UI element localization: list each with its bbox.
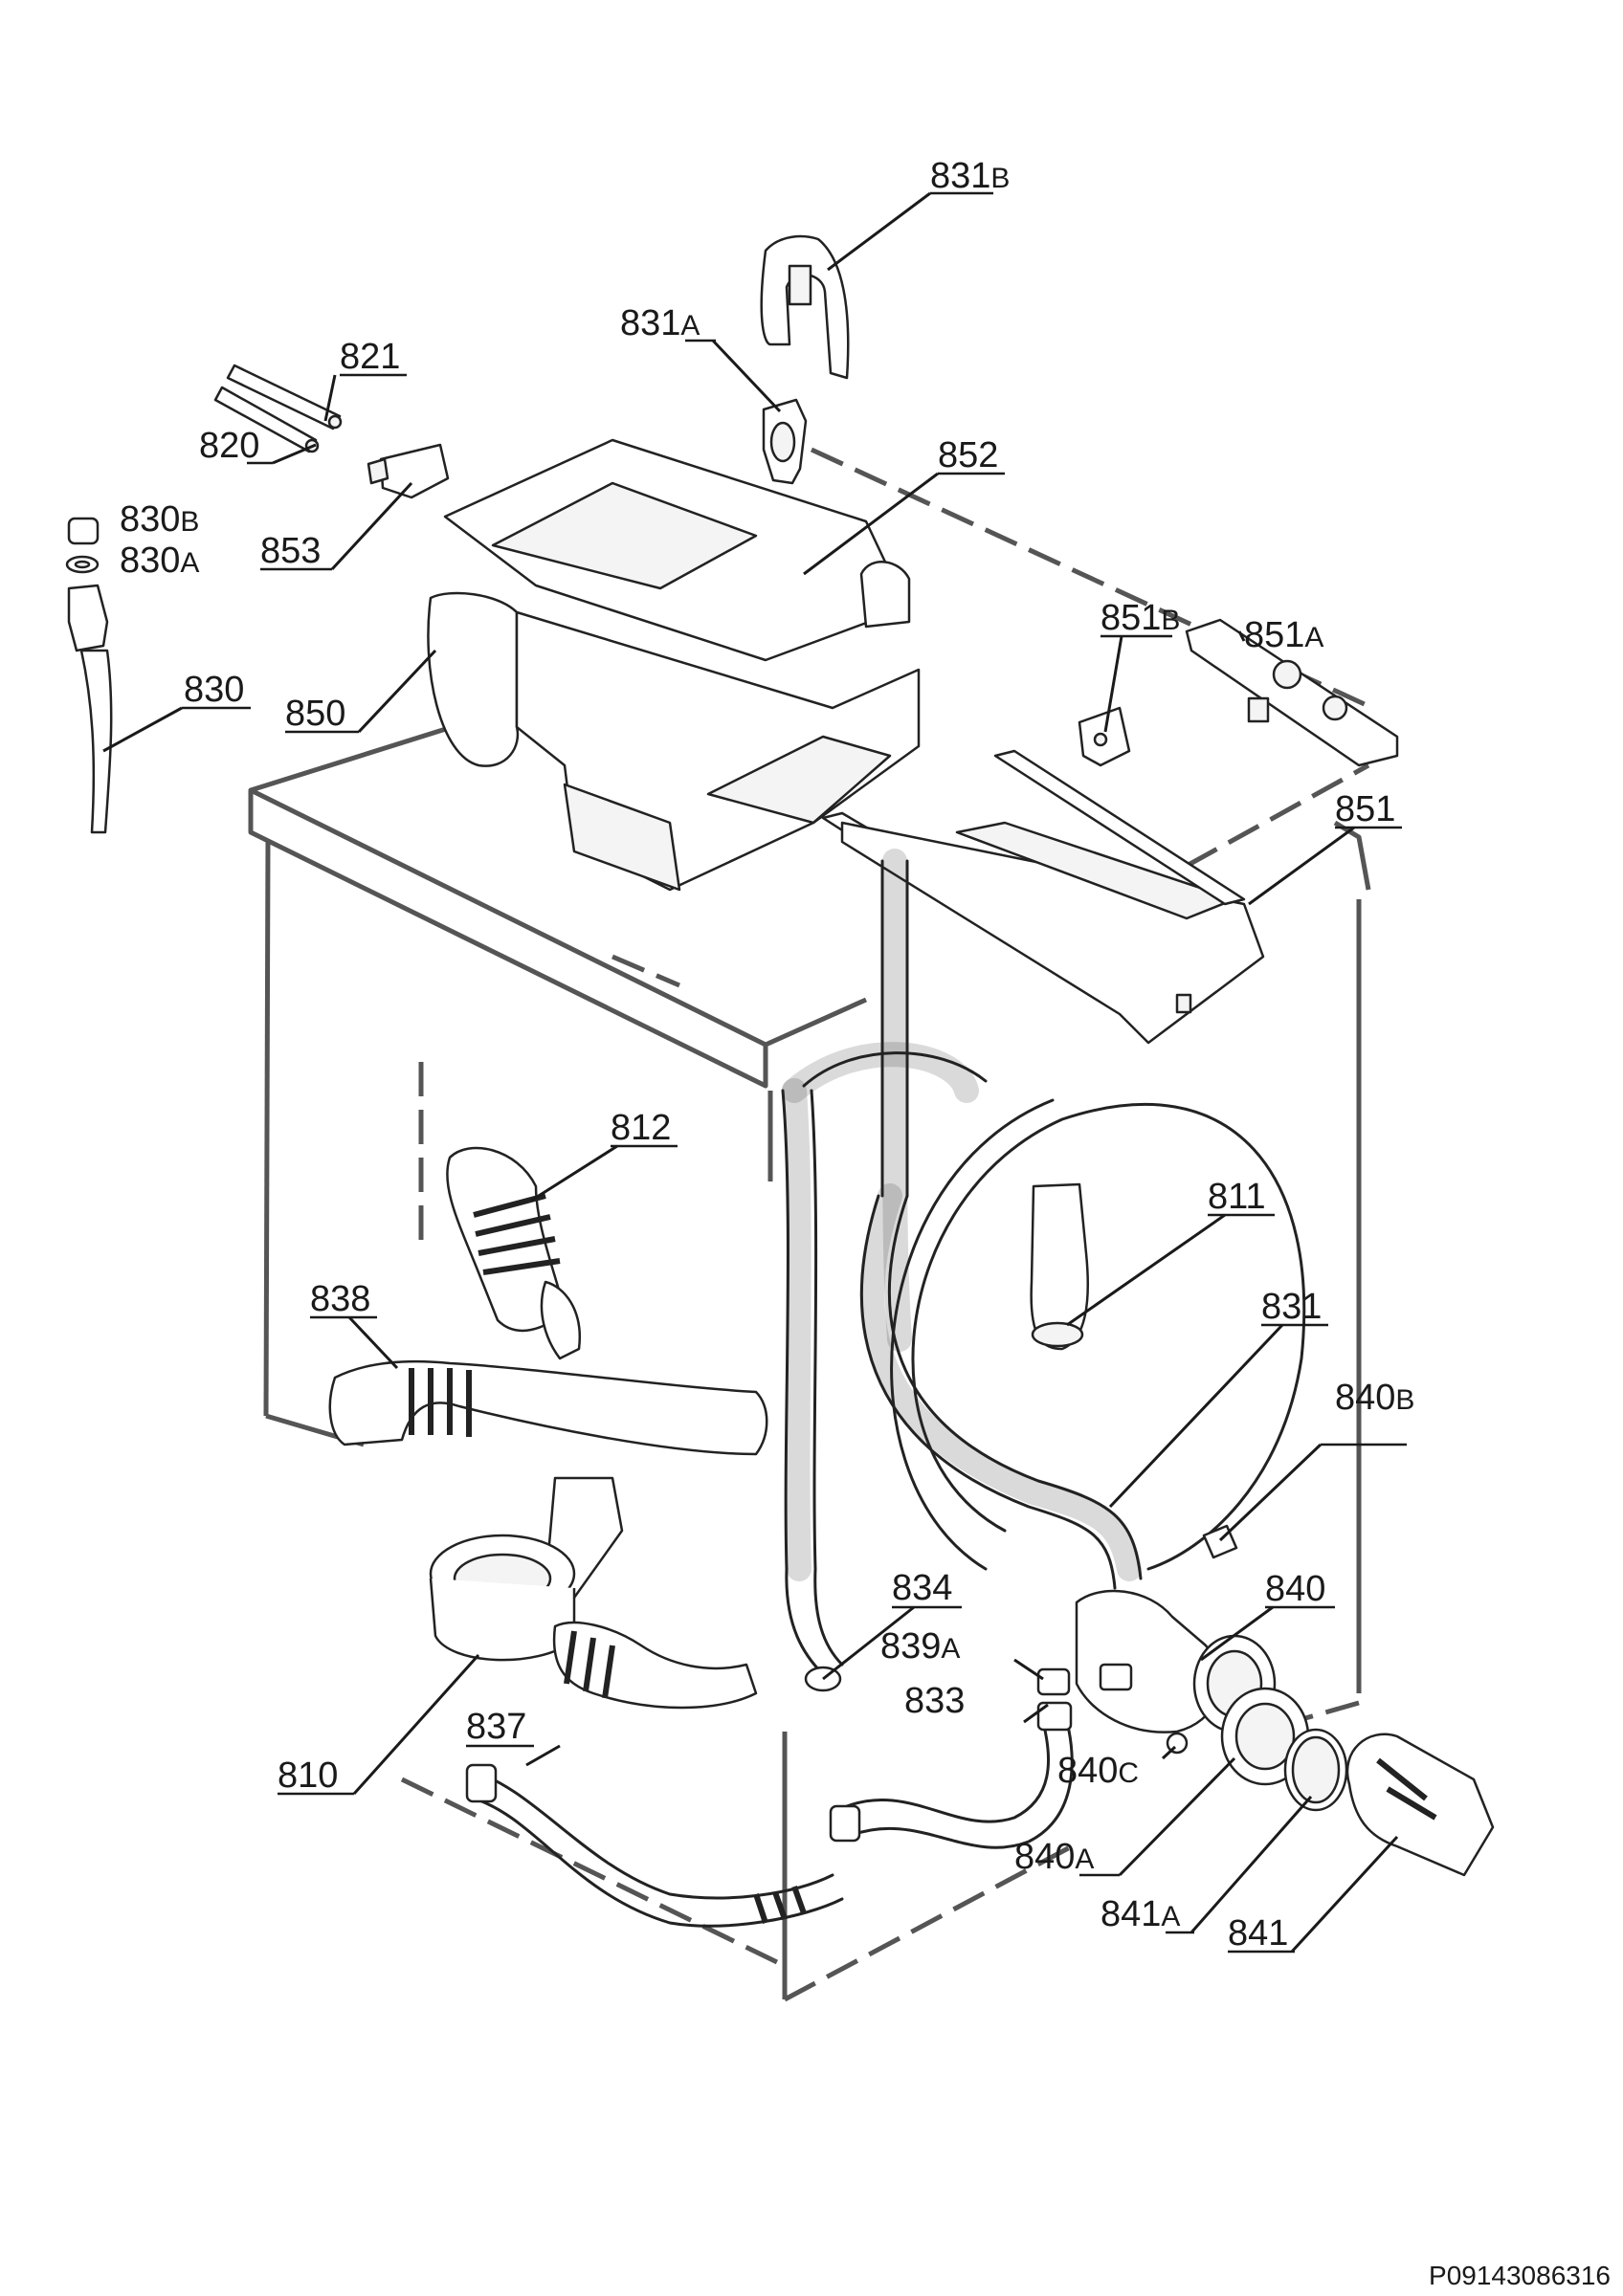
svg-text:830: 830 <box>184 670 244 710</box>
label-841: 841 <box>1228 1913 1295 1954</box>
label-851b: 851B <box>1101 598 1180 638</box>
label-839a: 839A <box>880 1626 960 1667</box>
svg-text:830A: 830A <box>120 541 199 581</box>
hoses-center <box>781 849 912 1581</box>
label-851a: 851A <box>1244 615 1323 655</box>
label-841a: 841A <box>1101 1894 1194 1934</box>
svg-text:851: 851 <box>1335 789 1395 829</box>
part-811-pressure-chamber <box>1030 1182 1089 1351</box>
svg-text:834: 834 <box>892 1568 952 1608</box>
label-830: 830 <box>182 670 251 710</box>
part-851b-clip <box>1078 706 1131 767</box>
label-833: 833 <box>904 1681 965 1721</box>
label-830b: 830B <box>120 499 199 540</box>
svg-text:831: 831 <box>1261 1287 1322 1327</box>
label-850: 850 <box>285 694 359 734</box>
svg-text:821: 821 <box>340 337 400 377</box>
svg-text:841: 841 <box>1228 1913 1288 1954</box>
part-841a-seal <box>1283 1728 1348 1812</box>
part-831-hose <box>782 1042 1143 1590</box>
part-838-hose <box>328 1359 768 1456</box>
label-820: 820 <box>199 426 273 466</box>
svg-text:811: 811 <box>1208 1177 1266 1217</box>
part-812-bellows <box>446 1146 582 1360</box>
svg-text:840B: 840B <box>1335 1378 1414 1418</box>
label-840c: 840C <box>1057 1751 1139 1791</box>
svg-text:831A: 831A <box>620 303 700 343</box>
svg-text:840A: 840A <box>1014 1837 1094 1877</box>
svg-text:850: 850 <box>285 694 345 734</box>
part-851-dispenser-drawer <box>821 749 1265 1045</box>
svg-text:851B: 851B <box>1101 598 1180 638</box>
label-838: 838 <box>310 1279 377 1319</box>
svg-text:840: 840 <box>1265 1569 1325 1609</box>
label-840: 840 <box>1265 1569 1335 1609</box>
svg-text:812: 812 <box>611 1108 671 1148</box>
svg-text:841A: 841A <box>1101 1894 1180 1934</box>
svg-text:838: 838 <box>310 1279 370 1319</box>
svg-text:853: 853 <box>260 531 321 571</box>
part-831a-bracket <box>762 398 808 485</box>
part-labels: 831B 831A 821 820 852 853 830B 830A <box>120 156 1414 1954</box>
part-830-inlet-hose <box>65 517 113 834</box>
label-830a: 830A <box>120 541 199 581</box>
label-831b: 831B <box>930 156 1010 196</box>
part-851a-handle <box>1185 618 1399 767</box>
svg-text:851A: 851A <box>1244 615 1323 655</box>
label-837: 837 <box>466 1707 534 1748</box>
part-850-852-dispenser-housing <box>427 438 921 892</box>
label-834: 834 <box>892 1568 962 1609</box>
svg-text:830B: 830B <box>120 499 199 540</box>
part-833-hose <box>829 1701 1074 1849</box>
svg-text:820: 820 <box>199 426 259 466</box>
svg-text:810: 810 <box>278 1755 338 1796</box>
drum-rim <box>890 1098 1306 1571</box>
label-840a: 840A <box>1014 1837 1120 1877</box>
svg-text:831B: 831B <box>930 156 1010 196</box>
label-812: 812 <box>611 1108 678 1148</box>
svg-text:839A: 839A <box>880 1626 960 1667</box>
part-810-sump <box>429 1476 758 1710</box>
label-853: 853 <box>260 531 332 571</box>
label-840b: 840B <box>1321 1378 1414 1446</box>
label-831a: 831A <box>620 303 716 343</box>
part-841-filter <box>1345 1733 1495 1877</box>
svg-text:852: 852 <box>938 435 998 475</box>
svg-text:837: 837 <box>466 1707 526 1747</box>
part-837-hose <box>465 1763 844 1928</box>
leader-lines <box>102 191 1399 1954</box>
part-853 <box>367 443 450 499</box>
cabinet-outline <box>248 447 1371 2002</box>
label-852: 852 <box>938 435 1005 475</box>
label-821: 821 <box>340 337 407 377</box>
label-811: 811 <box>1208 1177 1275 1217</box>
label-851: 851 <box>1335 789 1402 829</box>
document-code: P09143086316 <box>1429 2261 1611 2290</box>
svg-text:840C: 840C <box>1057 1751 1139 1791</box>
label-831: 831 <box>1261 1287 1328 1327</box>
label-810: 810 <box>278 1755 354 1796</box>
part-831b-clip <box>760 234 850 380</box>
part-839a-connector <box>1036 1667 1071 1696</box>
svg-text:833: 833 <box>904 1681 965 1721</box>
